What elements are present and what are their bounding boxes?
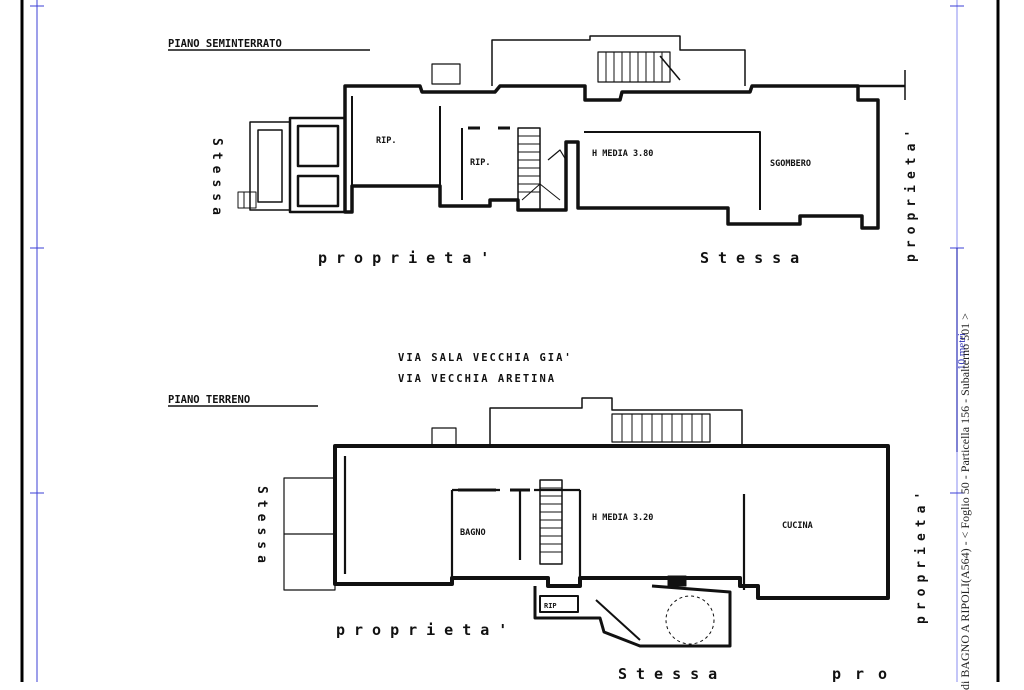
ground-fireplace — [667, 575, 687, 587]
ground-title: PIANO TERRENO — [168, 394, 250, 406]
label-proprieta-ground-bottom: proprieta' — [336, 621, 516, 639]
label-stessa-top-bottom: Stessa — [700, 249, 808, 267]
ground-round-feature — [665, 595, 715, 645]
label-proprieta-right-top: proprieta' — [904, 124, 919, 262]
room-label-rip-1: RIP. — [376, 136, 396, 146]
room-label-bagno: BAGNO — [460, 528, 486, 538]
room-label-rip-small: RIP — [544, 602, 557, 610]
basement-inner-stair-treads — [518, 135, 540, 193]
ground-lower-wing — [533, 584, 732, 648]
basement-inner-wall — [351, 96, 761, 210]
basement-left-rooms — [288, 116, 347, 214]
ground-small-block — [431, 427, 457, 447]
ground-upper-stair-treads — [621, 414, 703, 442]
basement-inner-stair — [517, 127, 541, 211]
room-label-h-media-ground: H MEDIA 3.20 — [592, 513, 653, 523]
basement-plan — [237, 35, 906, 230]
label-proprieta-ground-right: proprieta' — [914, 486, 929, 624]
basement-top-annex — [491, 35, 746, 86]
street-line-1: VIA SALA VECCHIA GIA' — [398, 352, 573, 364]
basement-upper-stair-treads — [605, 52, 663, 82]
left-tick-marks — [30, 5, 44, 494]
label-proprieta-top-bottom: proprieta' — [318, 249, 498, 267]
label-stessa-left-bottom: Stessa — [254, 486, 269, 569]
ground-inner-stair-treads — [540, 487, 562, 553]
ground-top-annex — [489, 397, 743, 446]
ground-left-annex — [283, 477, 336, 591]
basement-left-stair — [237, 191, 257, 209]
ground-upper-stair — [611, 413, 711, 443]
room-label-sgombero: SGOMBERO — [770, 159, 811, 169]
basement-title: PIANO SEMINTERRATO — [168, 38, 282, 50]
ground-inner-walls — [343, 456, 746, 590]
ground-lower-wing-inner — [539, 595, 641, 641]
ground-inner-stair — [539, 479, 563, 565]
basement-small-block — [431, 63, 461, 85]
ground-plan — [283, 397, 890, 648]
street-line-2: VIA VECCHIA ARETINA — [398, 373, 556, 385]
room-label-rip-2: RIP. — [470, 158, 490, 168]
room-label-h-media-basement: H MEDIA 3.80 — [592, 149, 653, 159]
label-stessa-left-top: Stessa — [209, 138, 224, 221]
basement-outer-wall — [343, 84, 880, 230]
cadastral-stamp-text: di BAGNO A RIPOLI(A564) - < Foglio 50 - … — [958, 313, 972, 690]
room-label-cucina: CUCINA — [782, 521, 813, 531]
label-stessa-ground-bottom: Stessa — [618, 665, 726, 682]
label-pro-ground-far-right: pro — [832, 665, 901, 682]
